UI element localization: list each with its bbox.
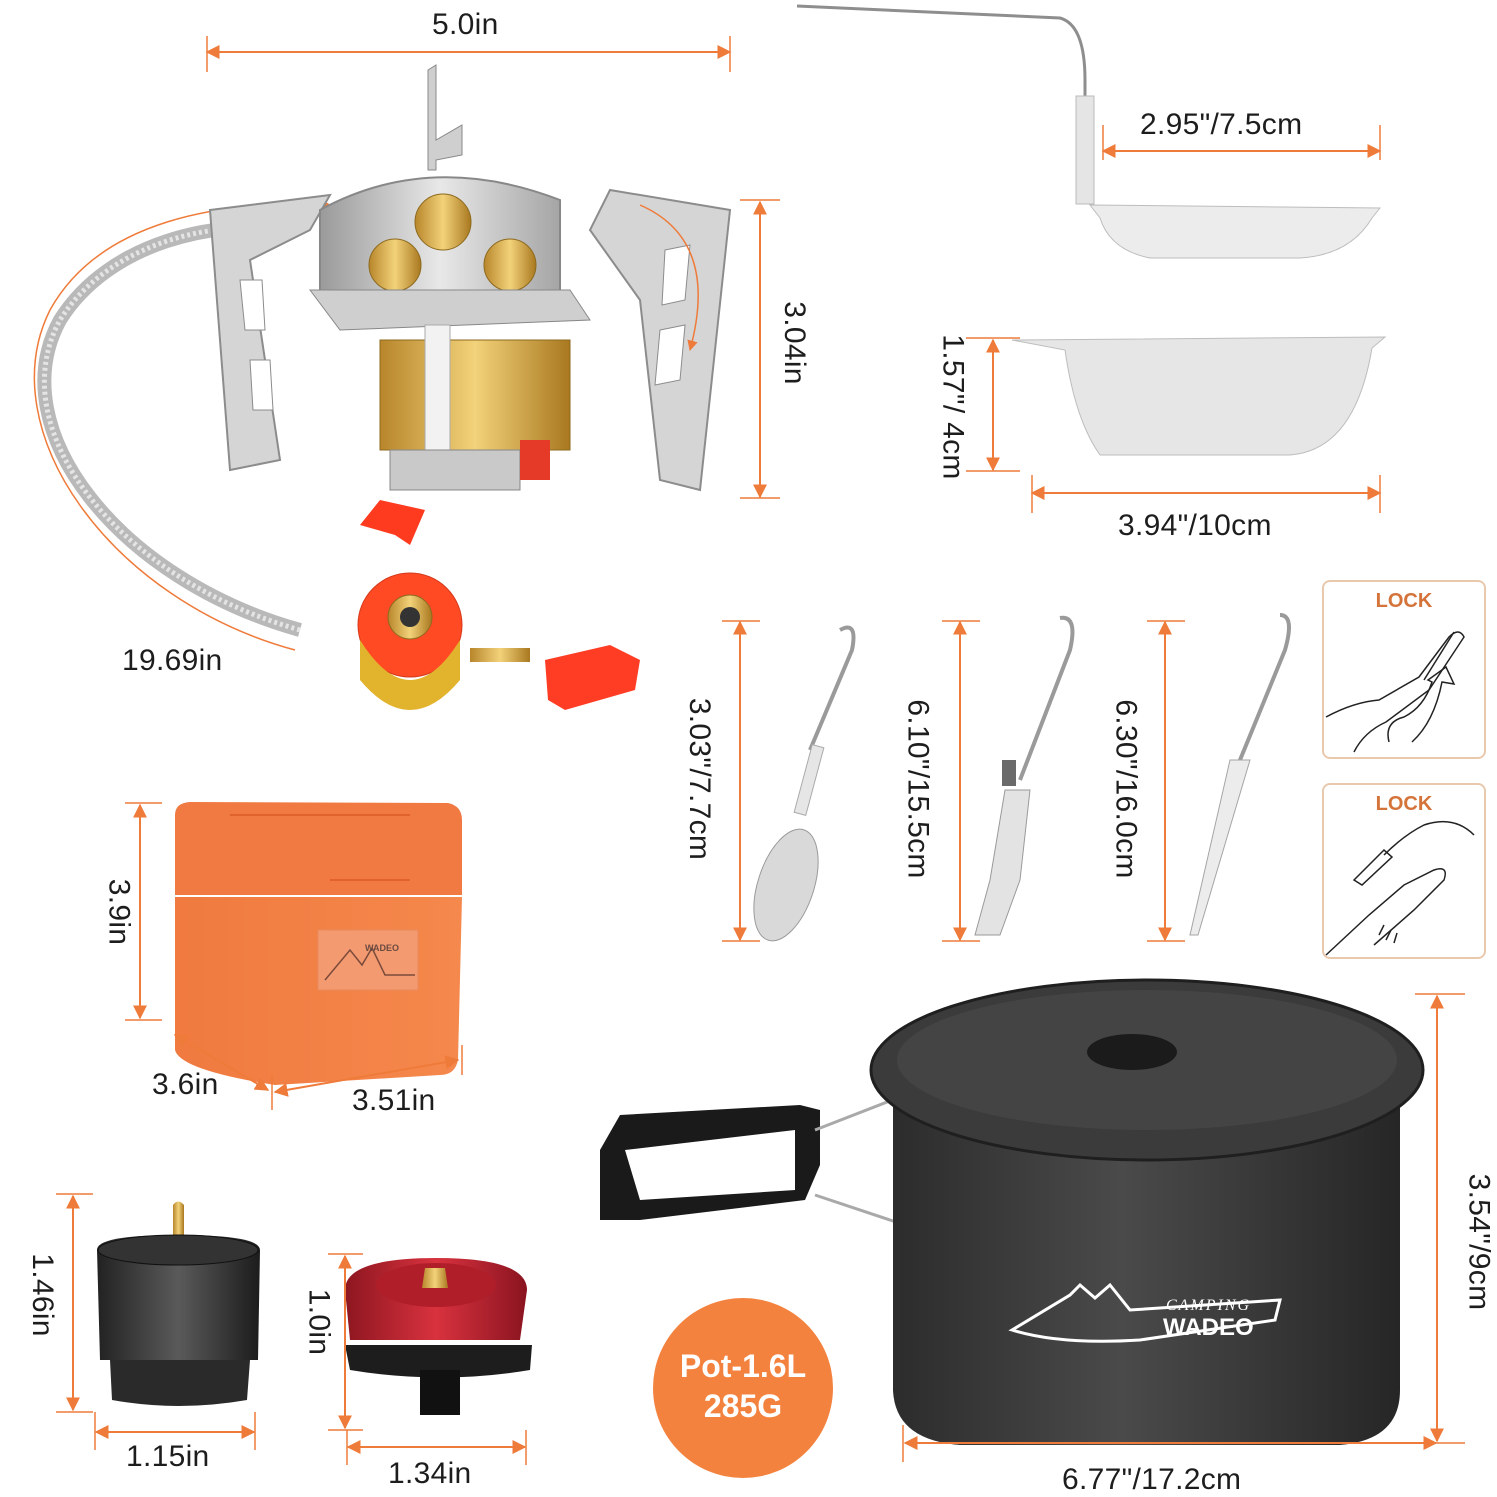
igniter <box>424 324 451 466</box>
black-adapter-height-label: 1.46in <box>25 1253 59 1337</box>
red-adapter-height-label: 1.0in <box>302 1288 336 1356</box>
pot-body <box>893 1090 1400 1445</box>
red-adapter-width-label: 1.34in <box>388 1457 472 1490</box>
large-cup <box>1011 336 1387 456</box>
lock-label: LOCK <box>1375 590 1433 612</box>
black-adapter-width-label: 1.15in <box>126 1440 210 1473</box>
lid-knob <box>1087 1034 1177 1070</box>
box-logo-sticker <box>317 929 419 991</box>
black-adapter <box>97 1235 260 1360</box>
pot-capacity: Pot-1.6L <box>679 1348 807 1384</box>
burner-head-left <box>368 238 422 292</box>
box-body <box>175 897 462 1085</box>
large-cup-height-label: 1.57"/ 4cm <box>936 334 970 480</box>
box-height-label: 3.9in <box>102 878 136 946</box>
fork <box>974 789 1031 936</box>
pot-illustration: CAMPING WADEO <box>600 978 1465 1462</box>
burner-head-top <box>414 193 472 251</box>
lock-instruction-panel-1: LOCK <box>1322 580 1486 759</box>
pot-weight: 285G <box>703 1388 783 1424</box>
box-logo-brand: WADEO <box>365 943 400 953</box>
small-cup <box>1088 204 1382 259</box>
box-lid <box>175 802 462 895</box>
pot-width-label: 6.77"/17.2cm <box>1062 1463 1242 1496</box>
hand-slide-lock-icon <box>1325 820 1475 956</box>
pot-logo-brand: WADEO <box>1163 1314 1254 1341</box>
storage-box-illustration <box>125 802 463 1110</box>
stove-illustration <box>33 36 780 710</box>
knife <box>1189 759 1251 936</box>
fork-length-label: 6.10"/15.5cm <box>901 699 935 879</box>
dust-cap <box>360 500 425 545</box>
valve-key <box>545 645 640 710</box>
knife-length-label: 6.30"/16.0cm <box>1109 699 1143 879</box>
box-depth-line <box>173 1034 270 1091</box>
hand-unfold-handle-icon <box>1325 631 1465 753</box>
spoon-length-label: 3.03"/7.7cm <box>683 697 717 861</box>
pot-height-label: 3.54"/9cm <box>1462 1173 1496 1311</box>
burner-head-right <box>483 238 537 292</box>
pot-capacity-badge: Pot-1.6L 285G <box>653 1298 833 1478</box>
hose-length-label: 19.69in <box>122 644 223 677</box>
small-cup-width-label: 2.95"/7.5cm <box>1140 108 1303 141</box>
large-cup-width-label: 3.94"/10cm <box>1118 509 1272 542</box>
valve-body <box>379 339 571 451</box>
box-width-line <box>273 1055 460 1097</box>
stove-height-label: 3.04in <box>777 301 811 385</box>
cups-illustration <box>796 4 1387 513</box>
box-width-label: 3.51in <box>352 1084 436 1117</box>
cup-handle <box>796 4 1087 170</box>
utensils-illustration <box>722 613 1291 942</box>
stove-leg-left <box>208 193 332 472</box>
stove-width-label: 5.0in <box>432 8 499 41</box>
lock-instruction-panel-2: LOCK <box>1322 783 1486 959</box>
pot-logo: CAMPING WADEO <box>1008 1282 1282 1343</box>
pot-logo-camping: CAMPING <box>1166 1297 1251 1314</box>
lock-label: LOCK <box>1375 793 1433 815</box>
spoon <box>753 828 819 942</box>
adapters-illustration <box>56 1193 532 1465</box>
box-depth-label: 3.6in <box>152 1068 219 1101</box>
